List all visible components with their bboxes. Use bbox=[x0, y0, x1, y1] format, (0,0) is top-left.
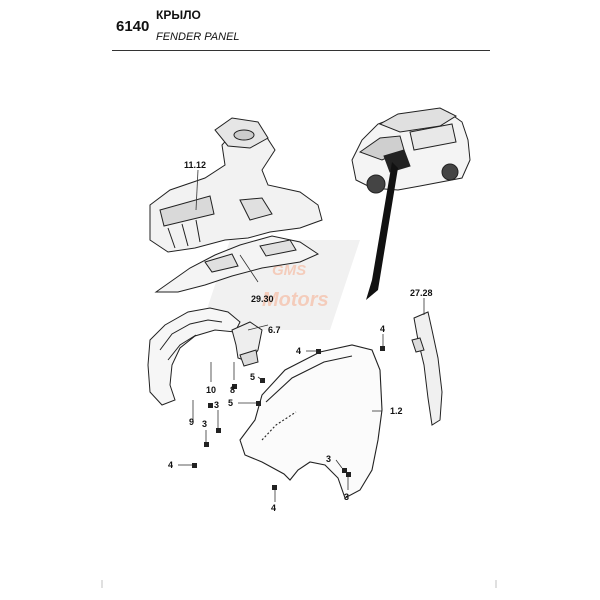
callout-3-b: 3 bbox=[202, 419, 207, 429]
callout-3-d: 3 bbox=[344, 492, 349, 502]
apron-assembly bbox=[149, 117, 323, 253]
callout-10: 10 bbox=[206, 385, 216, 395]
callout-8: 8 bbox=[230, 385, 235, 395]
callout-27-28: 27.28 bbox=[410, 288, 433, 298]
watermark-line2: Motors bbox=[262, 289, 329, 311]
callout-29-30: 29.30 bbox=[251, 294, 274, 304]
rail-bracket bbox=[154, 235, 320, 293]
callout-4-left: 4 bbox=[168, 460, 173, 470]
title-russian: КРЫЛО bbox=[156, 8, 201, 22]
fender-liner bbox=[147, 307, 241, 406]
callout-11-12: 11.12 bbox=[184, 160, 206, 170]
car-thumbnail bbox=[351, 107, 471, 194]
liner-extension bbox=[231, 321, 263, 367]
watermark-line1: GMS bbox=[272, 262, 306, 279]
callout-6-7: 6.7 bbox=[268, 325, 281, 335]
callout-5-a: 5 bbox=[250, 372, 255, 382]
header-divider bbox=[112, 50, 490, 51]
section-code: 6140 bbox=[116, 18, 150, 35]
fasteners bbox=[192, 346, 385, 490]
leader-lines bbox=[178, 169, 425, 502]
callout-1-2: 1.2 bbox=[390, 406, 403, 416]
callout-4-top: 4 bbox=[380, 324, 385, 334]
callout-3-a: 3 bbox=[214, 400, 219, 410]
side-strip bbox=[411, 311, 443, 426]
callout-9: 9 bbox=[189, 417, 194, 427]
fender-panel bbox=[239, 344, 383, 499]
car-leader-line bbox=[366, 162, 398, 300]
callout-5-b: 5 bbox=[228, 398, 233, 408]
callout-4-bottom: 4 bbox=[271, 503, 276, 513]
title-english: FENDER PANEL bbox=[156, 31, 240, 43]
callout-4-right: 4 bbox=[296, 346, 301, 356]
callout-3-c: 3 bbox=[326, 454, 331, 464]
corner-marks bbox=[101, 580, 497, 588]
